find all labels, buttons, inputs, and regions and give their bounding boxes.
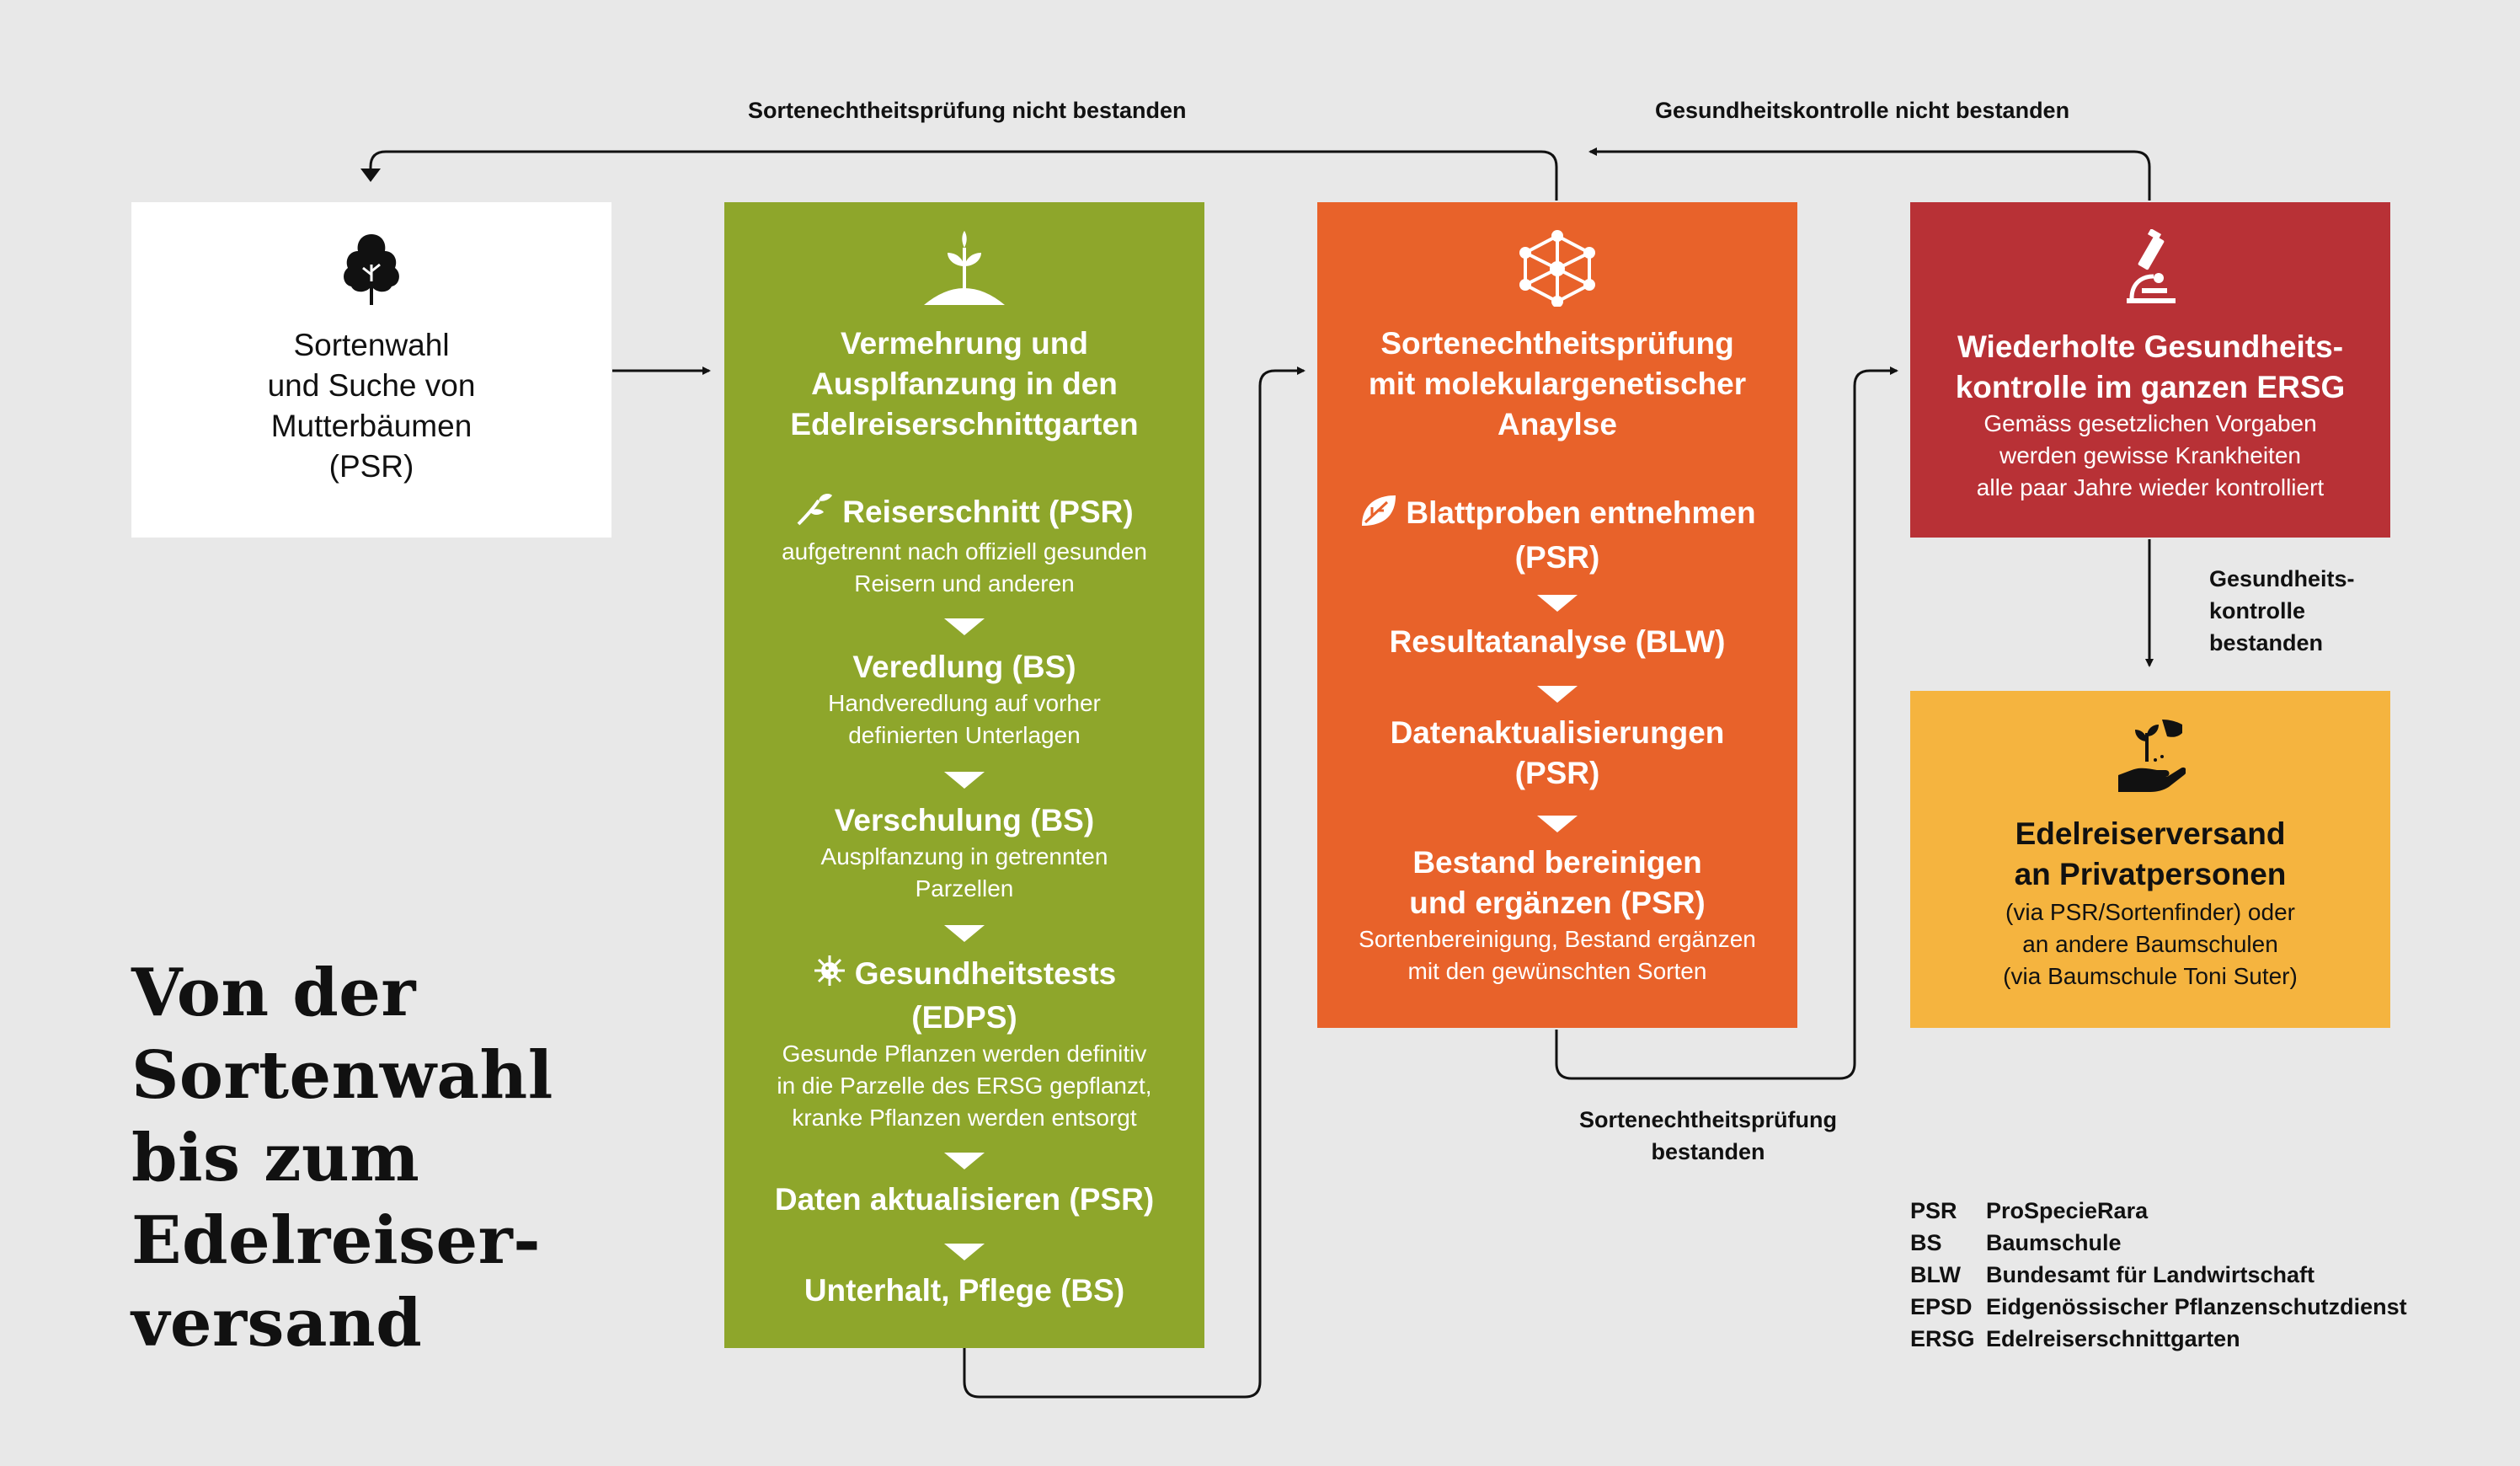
step-arrow <box>944 772 985 789</box>
step-arrow <box>1537 686 1578 703</box>
label-gesund-fail: Gesundheitskontrolle nicht bestanden <box>1655 98 2070 123</box>
box-edelreiserversand: Edelreiserversand an Privatpersonen (via… <box>1910 691 2390 1028</box>
leaf-icon <box>1359 492 1397 538</box>
arrow-box2-to-box3 <box>963 366 1305 1399</box>
virus-icon <box>813 954 846 998</box>
box-gesundheitskontrolle: Wiederholte Gesundheits- kontrolle im ga… <box>1910 202 2390 538</box>
arrow-box3-to-box4 <box>1555 366 1898 1080</box>
step-veredlung: Veredlung (BS) Handveredlung auf vorher … <box>828 650 1101 748</box>
box-sortenwahl: Sortenwahl und Suche von Mutterbäumen (P… <box>131 202 611 538</box>
arrow-gesund-fail <box>1588 147 2151 201</box>
microscope-icon <box>2120 228 2181 311</box>
box-sortenechtheit: Sortenechtheitsprüfung mit molekulargene… <box>1317 202 1797 1028</box>
label-sorten-pass: Sortenechtheitsprüfung bestanden <box>1578 1107 1837 1164</box>
step-arrow <box>944 925 985 942</box>
step-arrow <box>944 1244 985 1260</box>
step-gesundheitstests: Gesundheitstests (EDPS) Gesunde Pflanzen… <box>724 954 1204 1134</box>
hand-plant-icon <box>2115 716 2186 801</box>
page-title: Von der Sortenwahl bis zum Edelreiser- v… <box>131 955 553 1362</box>
step-reiserschnitt: Reiserschnitt (PSR) aufgetrennt nach off… <box>724 492 1204 600</box>
step-unterhalt: Unterhalt, Pflege (BS) <box>804 1273 1125 1308</box>
box-vermehrung: Vermehrung und Ausplfanzung in den Edelr… <box>724 202 1204 1348</box>
step-verschulung: Verschulung (BS) Ausplfanzung in getrenn… <box>820 803 1108 902</box>
molecule-network-icon <box>1517 229 1598 311</box>
step-arrow <box>944 1153 985 1169</box>
sprout-icon <box>921 229 1008 313</box>
tree-icon <box>339 231 403 313</box>
arrow-sorten-fail <box>369 150 1558 201</box>
step-arrow <box>944 618 985 635</box>
step-daten-aktualisieren: Daten aktualisieren (PSR) <box>774 1182 1155 1217</box>
step-blattproben: Blattproben entnehmen (PSR) <box>1317 492 1797 578</box>
step-arrow <box>1537 816 1578 832</box>
step-resultatanalyse: Resultatanalyse (BLW) <box>1389 624 1726 659</box>
step-arrow <box>1537 595 1578 612</box>
label-gesund-pass: Gesundheits- kontrolle bestanden <box>2209 566 2355 655</box>
step-datenaktualisierungen: Datenaktualisierungen (PSR) <box>1390 715 1725 790</box>
label-sorten-fail: Sortenechtheitsprüfung nicht bestanden <box>748 98 1187 123</box>
step-bestand-bereinigen: Bestand bereinigen und ergänzen (PSR) So… <box>1359 845 1756 984</box>
scion-icon <box>795 492 834 536</box>
